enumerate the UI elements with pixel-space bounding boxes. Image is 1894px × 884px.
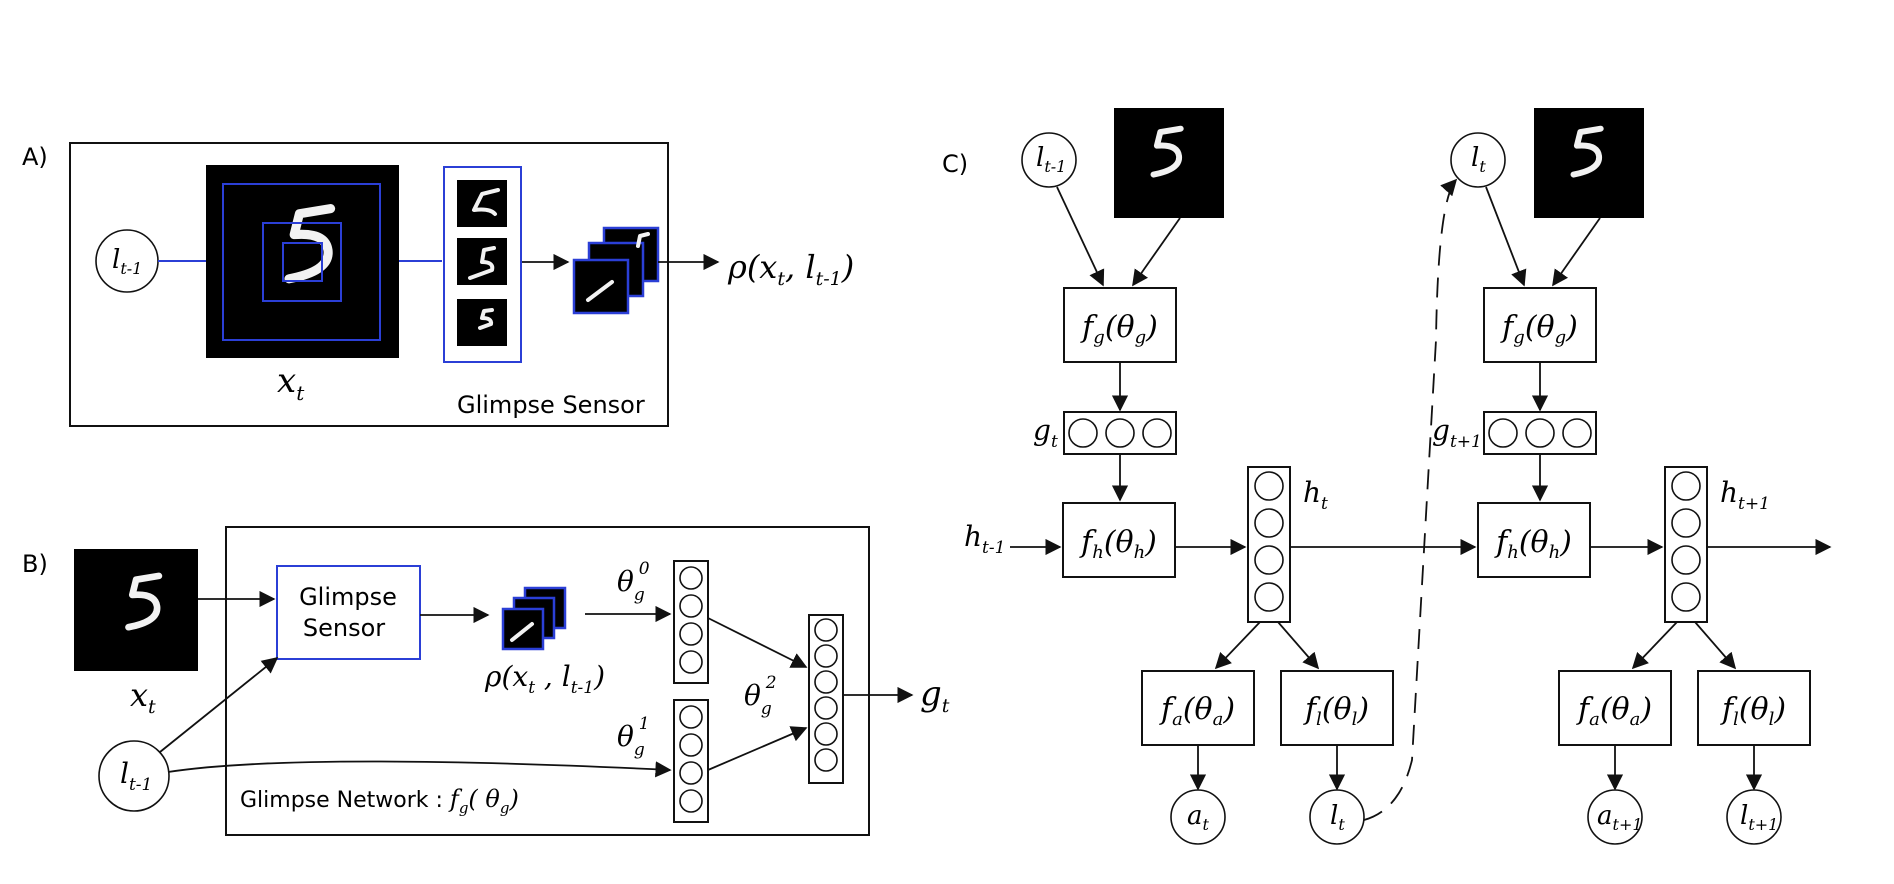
g-t1-label: gt+1 — [1432, 414, 1482, 452]
fa-box-1 — [1141, 670, 1255, 746]
panel-a: A) lt-1 xt ρ(xt — [22, 142, 854, 427]
arrow-l-to-fg2 — [1485, 186, 1527, 287]
glimpse-sensor-box — [276, 565, 421, 660]
input-image — [206, 165, 399, 358]
arrow-h-to-fl1 — [1277, 621, 1320, 670]
fa-label-2: fa(θa) — [1576, 692, 1652, 730]
glimpse-scale-1 — [282, 242, 323, 282]
location-label-t: lt — [1330, 801, 1345, 834]
arrow-img-to-fg1 — [1132, 217, 1181, 287]
theta0-label: θg0 — [617, 559, 650, 605]
hidden-layer-0 — [673, 560, 709, 684]
fh-box-2 — [1477, 502, 1591, 578]
fa-label-1: fa(θa) — [1159, 692, 1235, 730]
panel-b-label: B) — [22, 550, 48, 578]
fg-label-1: fg(θg) — [1080, 310, 1158, 348]
input-image-c2 — [1534, 108, 1644, 218]
location-label-top: lt — [1471, 143, 1486, 176]
image-label: xt — [277, 361, 305, 405]
glimpse-patches-column — [443, 166, 522, 363]
arrow-layer1-to-out — [707, 726, 808, 771]
input-image-b — [74, 549, 198, 671]
panel-b: B) xt Glimpse Sensor lt-1 ρ(xt , lt-1) θ… — [22, 526, 950, 836]
location-node-b — [98, 740, 170, 812]
fl-label-1: fl(θl) — [1303, 692, 1369, 730]
location-label-t1: lt+1 — [1740, 801, 1778, 834]
h-prev-label: ht-1 — [964, 520, 1005, 558]
glimpse-network-caption: Glimpse Network : fg( θg) — [240, 785, 519, 817]
fg-box-1 — [1063, 287, 1177, 363]
fg-label-2: fg(θg) — [1500, 310, 1578, 348]
glimpse-sensor-caption: Glimpse Sensor — [457, 391, 645, 419]
rho-output-label: ρ(xt, lt-1) — [727, 248, 854, 290]
rho-label-b: ρ(xt , lt-1) — [484, 660, 605, 698]
image-label-b: xt — [130, 676, 156, 718]
fl-label-2: fl(θl) — [1720, 692, 1786, 730]
location-node-top — [1450, 132, 1506, 188]
fh-label-1: fh(θh) — [1079, 525, 1157, 563]
glimpse-scale-3 — [222, 183, 381, 341]
patch-1 — [457, 180, 507, 227]
hidden-state-t — [1247, 466, 1291, 623]
action-label-t1: at+1 — [1597, 801, 1643, 834]
fg-box-2 — [1483, 287, 1597, 363]
glimpse-scale-2 — [262, 222, 342, 302]
h-t-label: ht — [1303, 476, 1328, 514]
location-label: lt-1 — [112, 245, 142, 278]
fh-label-2: fh(θh) — [1494, 525, 1572, 563]
panel-c: C) lt-1 fg(θg) gt ht-1 fh(θh) — [942, 108, 1832, 845]
arrow-location-to-sensor — [159, 656, 279, 753]
arrow-img-to-fg2 — [1552, 217, 1601, 287]
glimpse-vector-t — [1063, 411, 1177, 455]
action-node-t — [1170, 789, 1226, 845]
prev-location-node — [1021, 132, 1077, 188]
fa-box-2 — [1558, 670, 1672, 746]
arrow-h-to-fl2 — [1694, 621, 1737, 670]
panel-a-label: A) — [22, 143, 48, 171]
location-node-t — [1309, 789, 1365, 845]
glimpse-stack-b — [501, 586, 567, 651]
action-label-t: at — [1187, 801, 1210, 834]
glimpse-stack-a — [572, 226, 660, 315]
hidden-layer-1 — [673, 699, 709, 823]
location-label-b: lt-1 — [120, 757, 152, 795]
arrow-h-to-fa1 — [1214, 621, 1261, 670]
glimpse-vector-t1 — [1483, 411, 1597, 455]
arrow-h-to-fa2 — [1631, 621, 1678, 670]
glimpse-feature-layer — [808, 614, 844, 784]
arrow-layer0-to-out — [707, 617, 808, 668]
location-node-t1 — [1726, 789, 1782, 845]
arrow-location-to-theta1 — [167, 760, 672, 778]
theta1-label: θg1 — [617, 714, 650, 760]
fl-box-1 — [1280, 670, 1394, 746]
fh-box-1 — [1062, 502, 1176, 578]
patch-3 — [457, 299, 507, 346]
glimpse-sensor-line2: Sensor — [303, 614, 385, 642]
arrow-l-to-fg1 — [1056, 186, 1105, 287]
action-node-t1 — [1587, 789, 1643, 845]
hidden-state-t1 — [1664, 466, 1708, 623]
location-feedback-arrow — [1363, 178, 1458, 821]
glimpse-sensor-line1: Glimpse — [299, 583, 397, 611]
prev-location-label: lt-1 — [1036, 143, 1066, 176]
theta2-label: θg2 — [744, 673, 777, 719]
g-output-label: gt — [920, 674, 950, 717]
h-t1-label: ht+1 — [1720, 476, 1770, 514]
panel-c-label: C) — [942, 150, 968, 178]
g-t-label: gt — [1033, 414, 1058, 452]
input-image-c1 — [1114, 108, 1224, 218]
